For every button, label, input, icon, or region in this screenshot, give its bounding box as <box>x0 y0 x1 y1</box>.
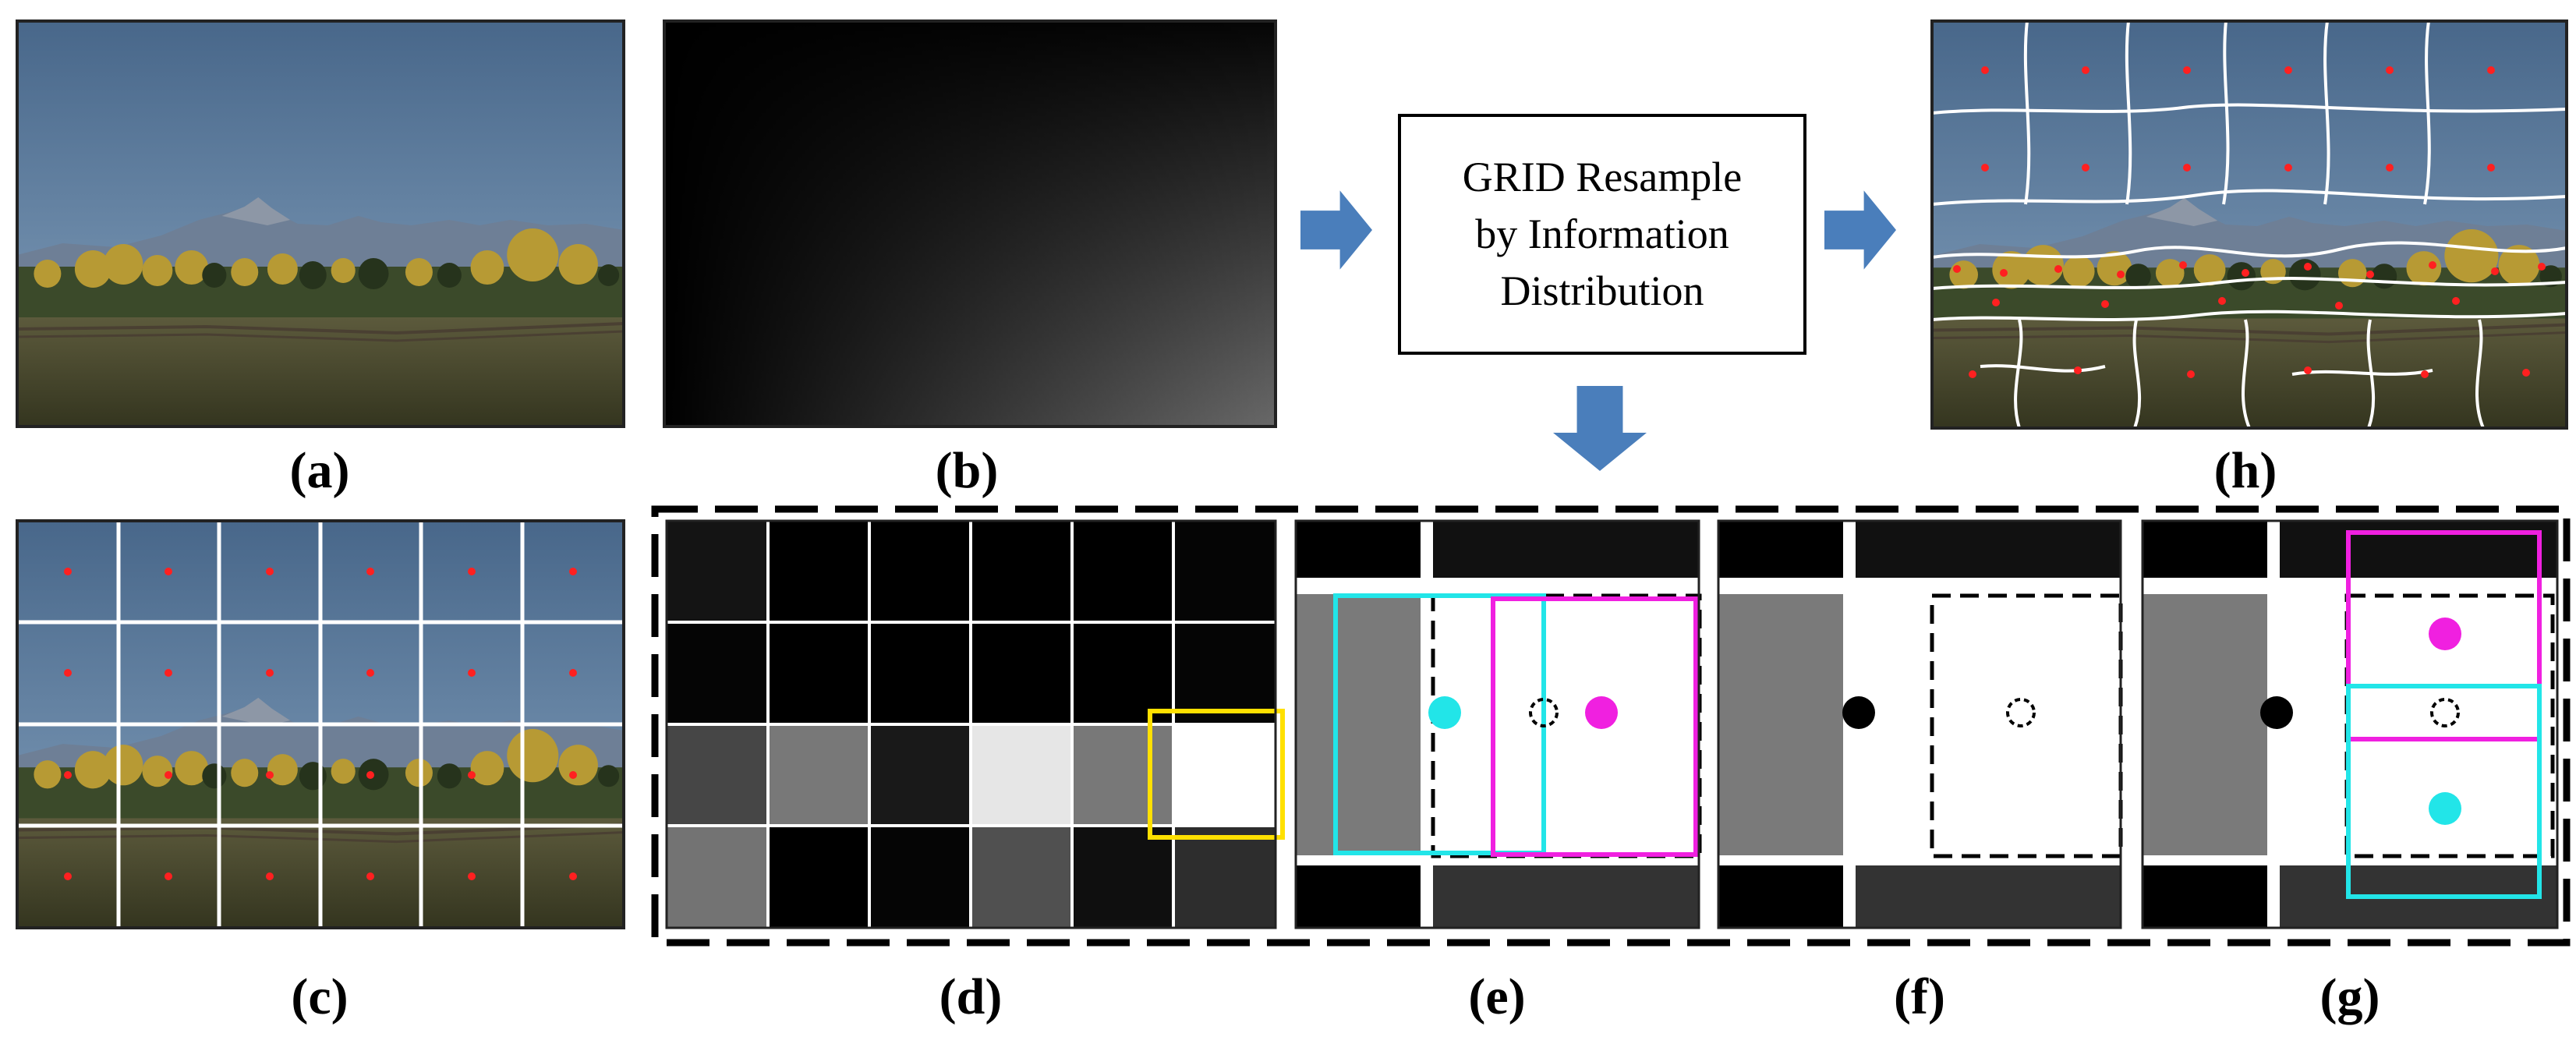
panel-c-uniform-grid <box>16 519 625 929</box>
cyan-sample-point <box>2429 792 2461 825</box>
grid-d-cells <box>667 521 1276 928</box>
label-c: (c) <box>291 968 348 1025</box>
grid-cell <box>1072 826 1174 928</box>
grid-cell <box>971 724 1073 826</box>
grid-cell <box>869 521 971 623</box>
black-sample-point <box>2260 696 2293 729</box>
process-box-line1: GRID Resample <box>1463 154 1742 200</box>
grid-cell <box>768 826 870 928</box>
grid-cell <box>869 826 971 928</box>
grid-cell <box>869 622 971 724</box>
panel-a-original-image <box>16 19 625 428</box>
cell-center-marker <box>2006 698 2036 727</box>
label-g: (g) <box>2320 968 2380 1025</box>
right-arrow-icon <box>1824 190 1896 270</box>
resample-process-box: GRID Resample by Information Distributio… <box>1398 114 1806 355</box>
grid-cell <box>971 826 1073 928</box>
grid-cell <box>1072 622 1174 724</box>
grid-cell <box>1173 622 1276 724</box>
grid-cell <box>768 724 870 826</box>
magenta-sample-point <box>1585 696 1618 729</box>
grid-cell <box>869 724 971 826</box>
cell-center-marker <box>2430 698 2460 727</box>
down-arrow-icon <box>1553 385 1647 472</box>
label-f: (f) <box>1894 968 1945 1025</box>
panel-e-split-candidates <box>1294 519 1702 929</box>
grid-cell <box>1173 724 1276 826</box>
panel-f-cell-detail <box>1717 519 2123 929</box>
highlighted-cell-box <box>1148 709 1285 840</box>
cyan-sample-point <box>1428 696 1461 729</box>
black-sample-point <box>1842 696 1875 729</box>
label-d: (d) <box>939 968 1003 1025</box>
grid-cell <box>1173 826 1276 928</box>
grid-cell <box>667 622 769 724</box>
label-e: (e) <box>1468 968 1525 1025</box>
grid-cell <box>971 622 1073 724</box>
label-a: (a) <box>290 442 350 499</box>
grid-cell <box>667 826 769 928</box>
magenta-sample-point <box>2429 618 2461 650</box>
grid-cell <box>768 521 870 623</box>
grid-cell <box>768 622 870 724</box>
right-arrow-icon <box>1300 190 1372 270</box>
process-box-line2: by Information <box>1475 211 1729 257</box>
process-box-line3: Distribution <box>1500 267 1704 314</box>
panel-h-superpixel-result <box>1930 19 2568 430</box>
label-h: (h) <box>2214 442 2277 499</box>
grid-cell <box>1173 521 1276 623</box>
panel-b-distribution-map <box>663 19 1277 428</box>
grid-cell <box>1072 521 1174 623</box>
panel-g-vertical-split <box>2141 519 2559 929</box>
label-b: (b) <box>936 442 999 499</box>
grid-cell <box>667 724 769 826</box>
cell-center-marker <box>1529 698 1559 727</box>
grid-cell <box>667 521 769 623</box>
grid-cell <box>1072 724 1174 826</box>
zoom-region-dashed-frame <box>651 505 2571 947</box>
grid-cell <box>971 521 1073 623</box>
panel-d-information-grid <box>665 519 1285 929</box>
